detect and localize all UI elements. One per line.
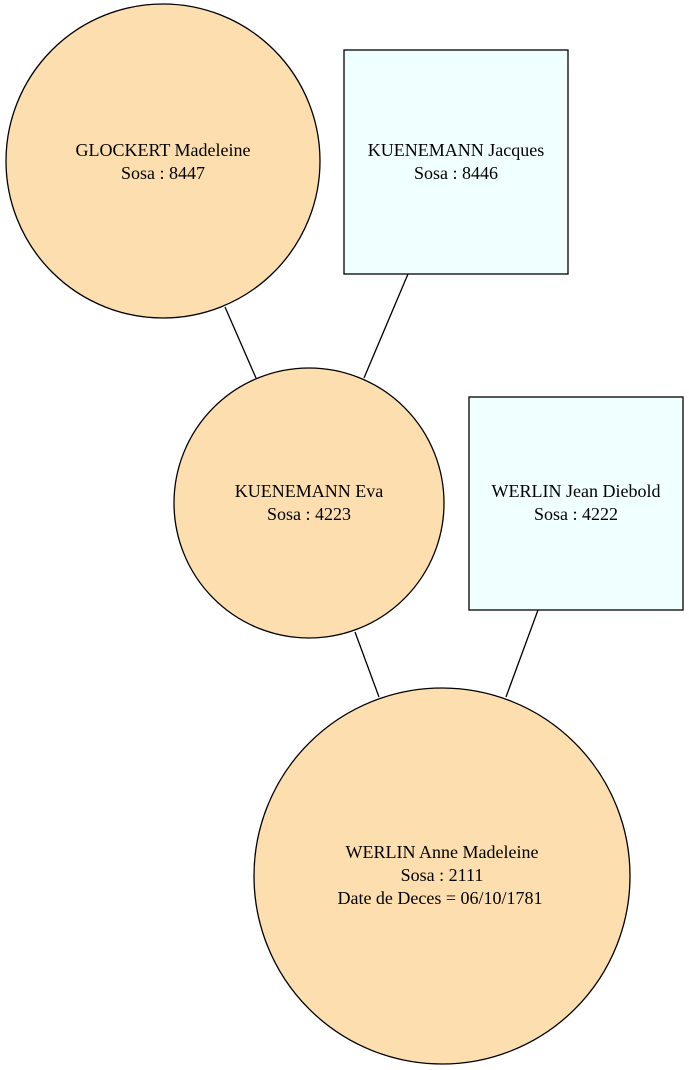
person-sosa: Sosa : 8447 bbox=[121, 163, 205, 183]
person-node-werlin-jean-diebold[interactable]: WERLIN Jean Diebold Sosa : 4222 bbox=[468, 396, 684, 611]
person-sosa: Sosa : 8446 bbox=[414, 163, 498, 183]
person-node-werlin-anne-madeleine[interactable]: WERLIN Anne Madeleine Sosa : 2111 Date d… bbox=[253, 687, 631, 1065]
edge-eva-to-anne bbox=[354, 631, 380, 698]
person-name: KUENEMANN Jacques bbox=[368, 140, 544, 160]
edge-glockert-to-eva bbox=[224, 306, 257, 379]
female-circle bbox=[253, 687, 631, 1065]
male-box bbox=[343, 49, 569, 275]
female-circle bbox=[5, 3, 321, 319]
male-box bbox=[468, 396, 684, 611]
edge-jacques-to-eva bbox=[363, 273, 409, 379]
person-node-kuenemann-jacques[interactable]: KUENEMANN Jacques Sosa : 8446 bbox=[343, 49, 569, 275]
person-node-kuenemann-eva[interactable]: KUENEMANN Eva Sosa : 4223 bbox=[173, 367, 445, 639]
edge-jean-diebold-to-anne bbox=[505, 609, 539, 698]
person-sosa: Sosa : 2111 bbox=[401, 865, 484, 885]
person-node-glockert-madeleine[interactable]: GLOCKERT Madeleine Sosa : 8447 bbox=[5, 3, 321, 319]
person-name: GLOCKERT Madeleine bbox=[75, 140, 250, 160]
person-name: KUENEMANN Eva bbox=[235, 481, 383, 501]
female-circle bbox=[173, 367, 445, 639]
person-death-date: Date de Deces = 06/10/1781 bbox=[337, 888, 542, 908]
person-sosa: Sosa : 4223 bbox=[267, 504, 351, 524]
person-name: WERLIN Anne Madeleine bbox=[346, 842, 539, 862]
person-sosa: Sosa : 4222 bbox=[534, 504, 618, 524]
person-name: WERLIN Jean Diebold bbox=[492, 481, 661, 501]
